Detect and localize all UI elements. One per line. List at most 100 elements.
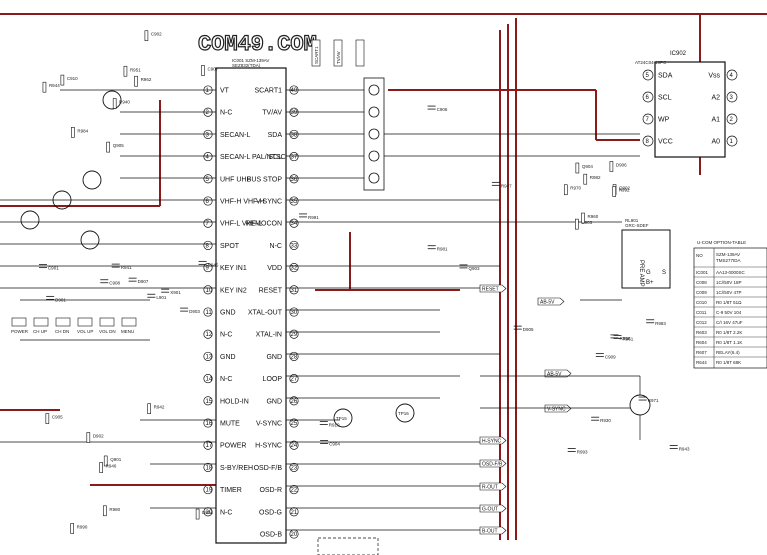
net-flag-label: OSD-F/B [482, 461, 503, 467]
main-ic-pin-circle [203, 129, 213, 139]
main-ic-pin-label: SECAN-L [220, 132, 250, 139]
main-ic-pin-number: 8 [206, 243, 210, 249]
main-ic-pin-number: 31 [291, 288, 298, 294]
resistor-symbol [609, 161, 614, 172]
main-ic-pin-number: 16 [206, 421, 213, 427]
main-ic-pin-number: 38 [291, 132, 298, 138]
eeprom-pin-label: SCL [658, 95, 672, 102]
resistor-symbol [103, 505, 107, 517]
passive-components: R940C901Q901R910Q902R930C902R941R942Q903… [38, 30, 690, 534]
component-ref-label: D907 [138, 279, 149, 284]
main-ic-pin-label: GND [220, 354, 236, 361]
option-table-cell-ref: C012 [696, 320, 707, 325]
eeprom-pin-number: 5 [646, 73, 650, 79]
main-ic-pin-number: 18 [206, 465, 213, 471]
component-ref-label: R980 [109, 507, 120, 512]
component-ref-label: L901 [156, 295, 167, 300]
eeprom-pin-number: 4 [730, 73, 734, 79]
net-flag-label: V-SYNC [547, 406, 566, 412]
component-ref-label: D902 [93, 434, 104, 439]
main-ic-pin-circle [203, 174, 213, 184]
option-table-cell-ref: C009 [696, 290, 707, 295]
main-ic-pin-number: 19 [206, 488, 213, 494]
tact-switch-label: CH DN [55, 329, 69, 334]
net-flag-label: RESET [482, 286, 499, 292]
main-ic-pin-number: 12 [206, 332, 213, 338]
component-ref-label: Q902 [619, 186, 631, 191]
main-ic-pin-circle [203, 329, 213, 339]
main-ic-pin-circle [289, 129, 299, 139]
component-ref-label: C902 [151, 32, 162, 37]
option-table-cell-value: RELAY(6.4) [716, 350, 740, 355]
resistor-symbol [99, 462, 103, 473]
main-ic-pin-label: XTAL-OUT [248, 310, 283, 317]
eeprom-pin-circle [726, 113, 738, 125]
resistor-symbol [45, 413, 50, 424]
net-flag [479, 436, 507, 445]
option-table-cell-value: R0 1/8T 2.2K [716, 330, 742, 335]
option-table-cell-ref: C011 [696, 310, 707, 315]
component-ref-label: R962 [141, 77, 152, 82]
component-ref-label: Q904 [582, 164, 594, 169]
option-table-header-model: SZM-139AV [716, 252, 740, 257]
main-ic-pin-number: 20 [291, 532, 298, 538]
main-ic-pin-label: SCL [268, 154, 282, 161]
test-point-2: TP16 [398, 411, 409, 416]
transistor-symbols [20, 90, 651, 416]
main-ic-pin-label: KEY IN1 [220, 265, 247, 272]
main-ic-pin-number: 35 [291, 199, 298, 205]
main-ic-pin-label: V-SYNC [256, 199, 282, 206]
main-ic-pin-label: N-C [220, 376, 232, 383]
main-ic-pin-number: 37 [291, 155, 298, 161]
main-ic-pin-number: 23 [291, 465, 298, 471]
main-ic-pin-circle [289, 263, 299, 273]
eeprom-pin-label: WP [658, 117, 670, 124]
main-ic-pin-circle [289, 218, 299, 228]
test-point-1: TP15 [336, 416, 347, 421]
main-ic-pin-circle [203, 218, 213, 228]
eeprom-pin-number: 7 [646, 117, 650, 123]
component-ref-label: Q903 [469, 266, 481, 271]
component-ref-label: D901 [55, 297, 66, 302]
component-ref-label: R970 [570, 186, 581, 191]
main-ic-pin-label: REMOCON [245, 221, 282, 228]
main-ic-pin-label: MUTE [220, 421, 240, 428]
tact-switch [11, 317, 27, 327]
main-ic-pin-label: N-C [270, 243, 282, 250]
resistor-symbol [71, 127, 75, 138]
main-ic-pin-circle [203, 152, 213, 162]
main-ic-pin-number: 27 [291, 377, 298, 383]
component-ref-label: D906 [616, 162, 627, 167]
connector-block [363, 77, 385, 191]
component-ref-label: R940 [119, 100, 130, 105]
main-ic-pin-label: VDD [267, 265, 282, 272]
main-ic-pin-label: VT [220, 88, 230, 95]
tact-switch-label: POWER [11, 329, 29, 334]
main-ic-pin-number: 11 [206, 310, 213, 316]
main-ic-body [215, 67, 287, 544]
eeprom-pin-circle [726, 135, 738, 147]
main-ic-pin-number: 34 [291, 221, 298, 227]
connector-tvav: TV/AV [336, 51, 341, 64]
resistor-symbol [60, 74, 65, 86]
main-ic-pin-circle [289, 485, 299, 495]
wiring [0, 89, 641, 531]
main-ic-pin-number: 36 [291, 177, 298, 183]
component-ref-label: R992 [619, 187, 630, 192]
remote-module-label: PRE AMP [638, 260, 644, 287]
component-ref-label: R981 [437, 247, 448, 252]
main-ic-pin-circle [203, 462, 213, 472]
main-ic-pin-circle [289, 152, 299, 162]
main-ic-pin-circle [203, 485, 213, 495]
main-ic-pin-label: OSD-R [259, 487, 282, 494]
eeprom-pin-number: 8 [646, 139, 650, 145]
component-ref-label: C909 [605, 355, 616, 360]
main-ic-pin-label: GND [266, 398, 282, 405]
eeprom-pin-circle [642, 69, 654, 81]
option-table-frame [693, 247, 767, 369]
component-ref-label: Q901 [110, 457, 122, 462]
tact-switch-label: CH UP [33, 329, 47, 334]
option-table-cell-ref: C010 [696, 300, 707, 305]
